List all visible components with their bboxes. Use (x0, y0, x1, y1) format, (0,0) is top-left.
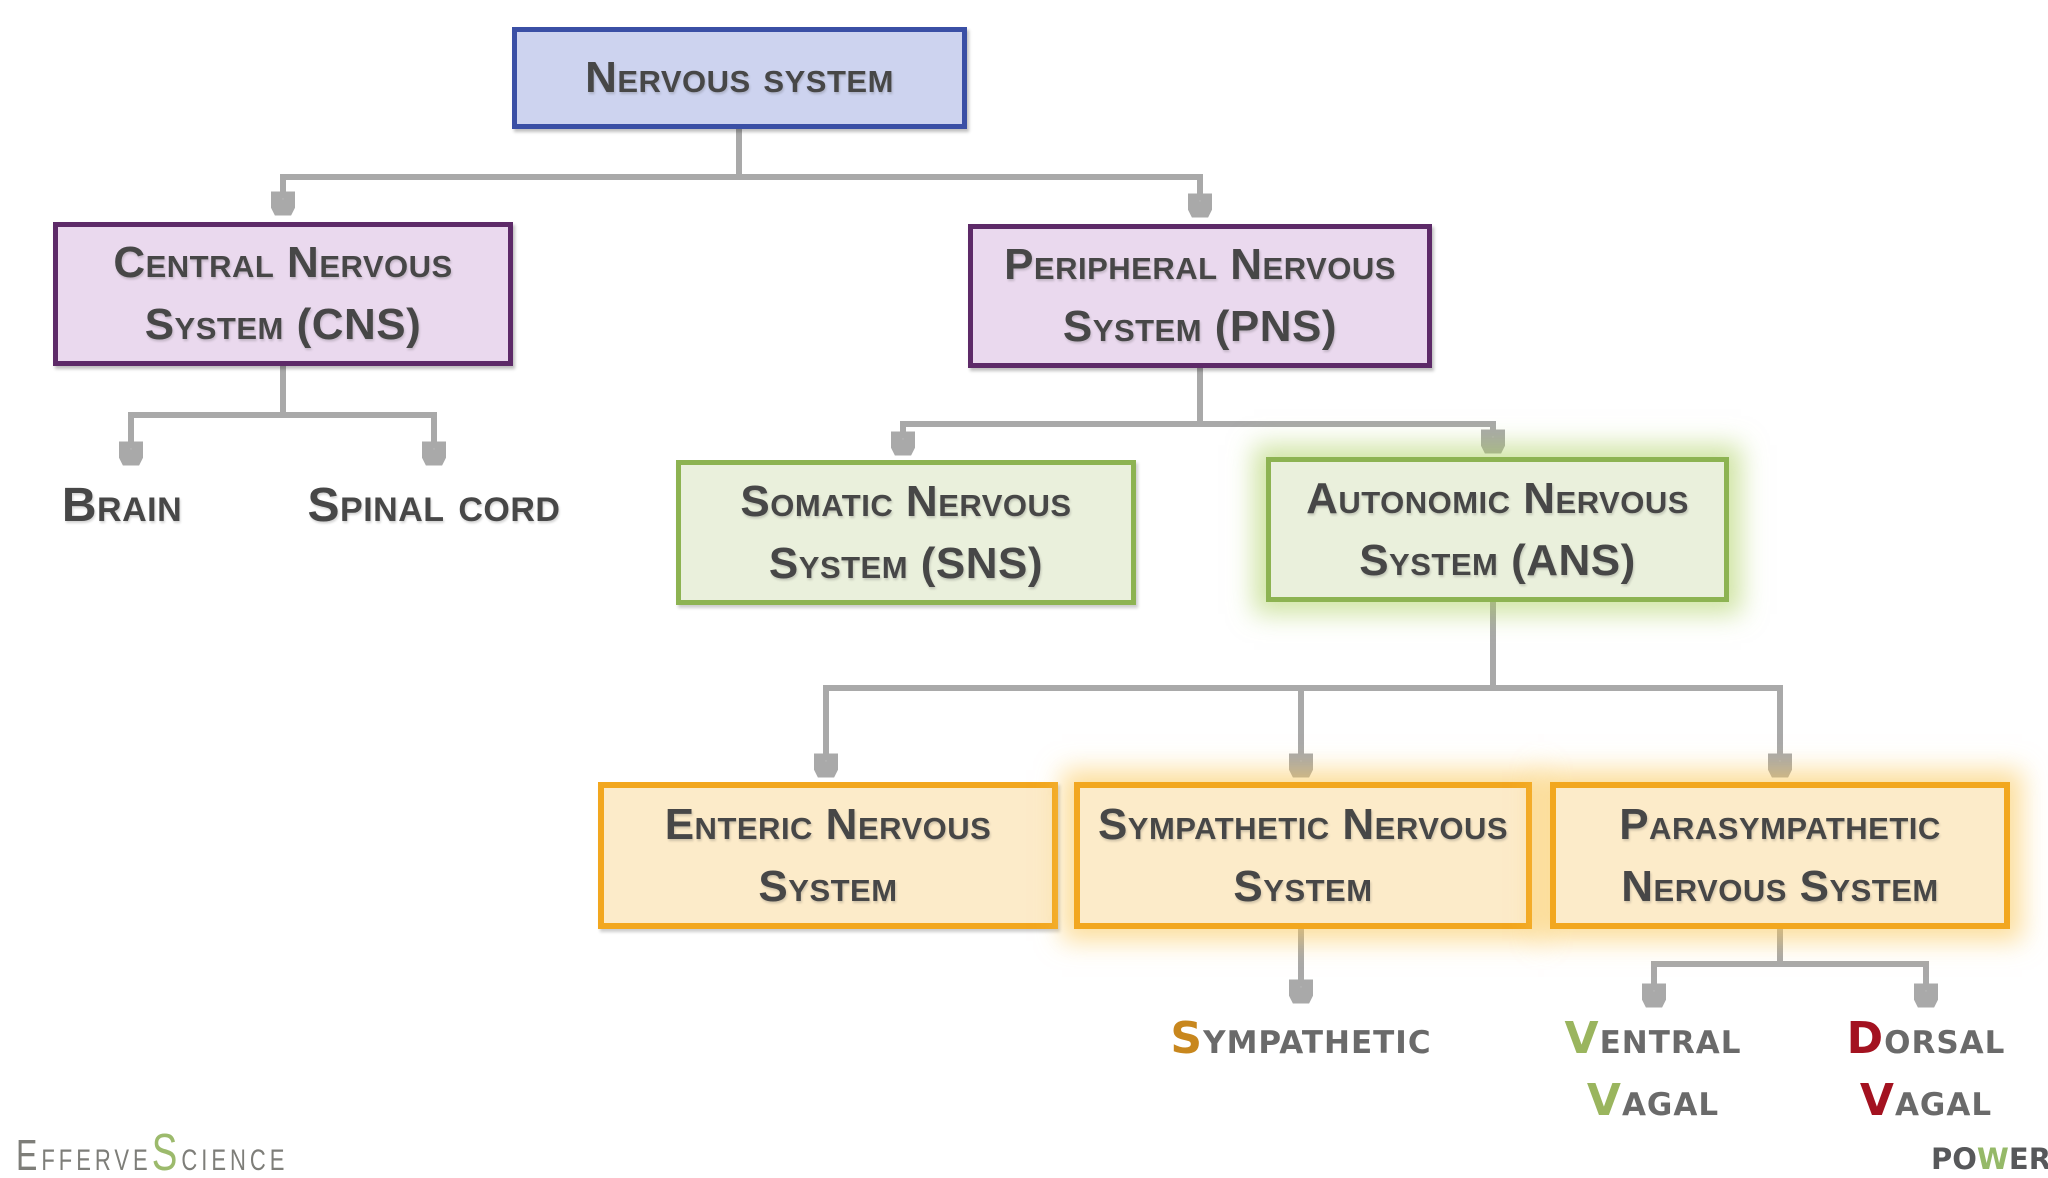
node-parasympathetic-label: Parasympathetic Nervous System (1619, 799, 1941, 911)
sympathetic-rest: ympathetic (1203, 1013, 1432, 1064)
node-sympathetic-label: Sympathetic Nervous System (1097, 799, 1509, 911)
vagal-word: Vagal (1859, 1075, 1993, 1126)
logo-part1: Efferve (16, 1130, 152, 1178)
ventral-word: Ventral (1564, 1013, 1742, 1064)
node-somatic-nervous-system: Somatic Nervous System (SNS) (676, 460, 1136, 605)
node-nervous-system: Nervous system (512, 27, 967, 129)
logo-part2: cience (181, 1130, 289, 1178)
node-somatic-label: Somatic Nervous System (SNS) (740, 476, 1072, 588)
node-central-nervous-system: Central Nervous System (CNS) (53, 222, 513, 366)
rail-pns-children (900, 365, 1496, 427)
node-nervous-system-label: Nervous system (585, 53, 894, 103)
sympathetic-initial: S (1170, 1013, 1204, 1064)
node-parasympathetic-nervous-system: Parasympathetic Nervous System (1550, 782, 2010, 929)
power-part1: PO (1931, 1142, 1977, 1176)
power-accent-w: W (1976, 1142, 2009, 1176)
node-cns-label: Central Nervous System (CNS) (113, 238, 453, 349)
label-spinal-cord: Spinal cord (307, 479, 561, 532)
node-peripheral-nervous-system: Peripheral Nervous System (PNS) (968, 224, 1432, 368)
leaf-ventral-vagal: Ventral Vagal (1503, 1008, 1803, 1132)
node-enteric-nervous-system: Enteric Nervous System (598, 782, 1058, 929)
effervescience-logo: EfferveScience (16, 1124, 288, 1178)
rail-parasympathetic-children (1651, 928, 1929, 967)
power-logo: POWER (1931, 1142, 2048, 1176)
node-pns-label: Peripheral Nervous System (PNS) (1004, 240, 1396, 351)
leaf-dorsal-vagal: Dorsal Vagal (1776, 1008, 2048, 1132)
power-part2: ER (2008, 1142, 2048, 1176)
node-enteric-label: Enteric Nervous System (664, 799, 992, 911)
dorsal-word: Dorsal (1846, 1013, 2006, 1064)
node-autonomic-nervous-system: Autonomic Nervous System (ANS) (1266, 457, 1729, 602)
label-brain: Brain (61, 479, 183, 532)
leaf-sympathetic: Sympathetic (1101, 1008, 1501, 1070)
node-autonomic-label: Autonomic Nervous System (ANS) (1306, 473, 1689, 585)
rail-root-children (280, 126, 1203, 180)
rail-cns-children (128, 363, 437, 418)
vagal-word: Vagal (1586, 1075, 1720, 1126)
node-sympathetic-nervous-system: Sympathetic Nervous System (1074, 782, 1532, 929)
logo-accent-s: S (151, 1124, 182, 1178)
rail-ans-children (823, 599, 1783, 691)
